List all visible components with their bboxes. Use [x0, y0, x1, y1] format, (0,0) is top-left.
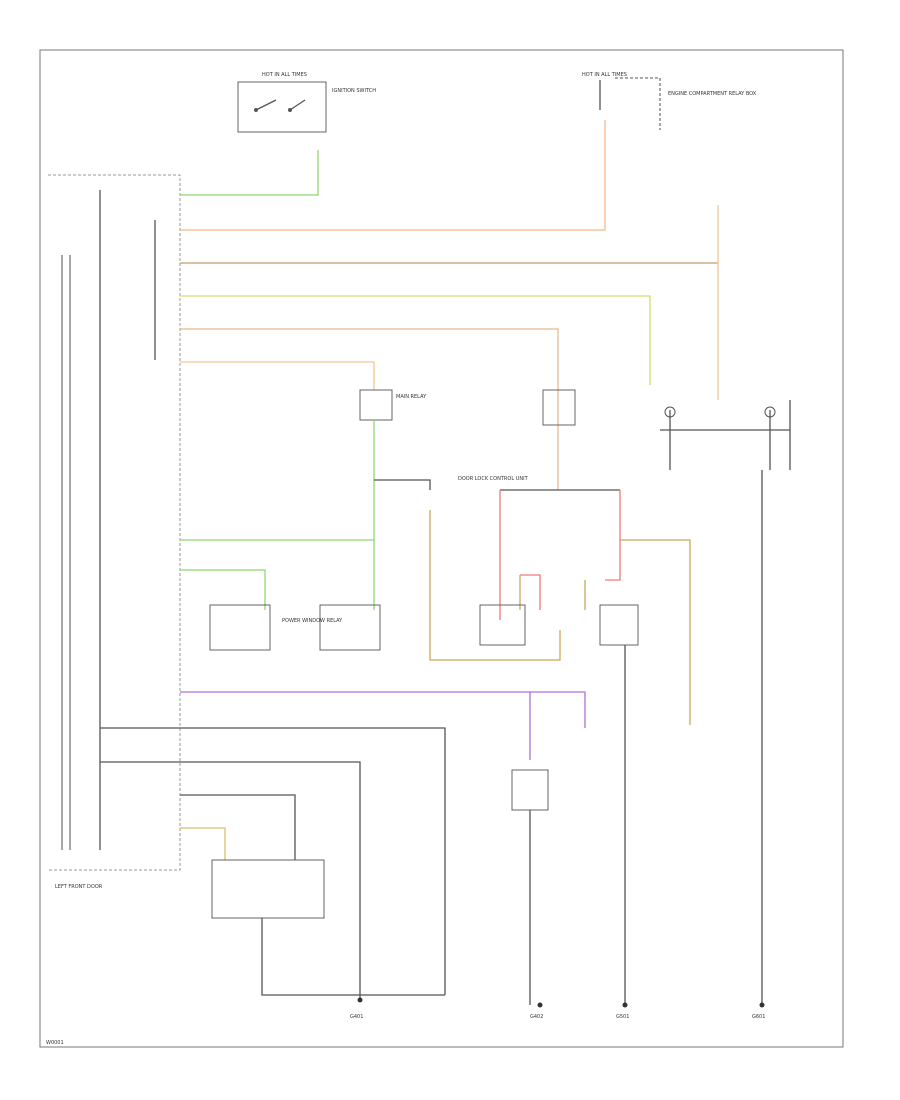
hot-label-right: HOT IN ALL TIMES: [582, 72, 627, 78]
peach-wire: [180, 361, 375, 390]
ground-icon: [357, 997, 363, 1003]
power-window-switch-2: [319, 604, 381, 651]
relay-1: [359, 389, 393, 421]
power-window-relay-label: POWER WINDOW RELAY: [282, 618, 343, 624]
tan-wire: [180, 328, 559, 490]
ground-label-3: G501: [616, 1014, 629, 1020]
yellow-green-wire: [180, 295, 651, 385]
orange-wire: [180, 120, 606, 231]
relay-label: MAIN RELAY: [396, 394, 427, 400]
green-wire-top: [180, 150, 319, 196]
ground-icon: [622, 1002, 628, 1008]
ground-icon: [759, 1002, 765, 1008]
key-cylinder-switch: [511, 769, 549, 811]
left-connector-outline: [48, 174, 181, 871]
ignition-switch: HOT IN ALL TIMES IGNITION SWITCH: [237, 72, 376, 133]
ground-label-1: G401: [350, 1014, 363, 1020]
door-lock-control-label: DOOR LOCK CONTROL UNIT: [458, 476, 529, 482]
power-window-switch-1: [209, 604, 271, 651]
ground-label-4: G601: [752, 1014, 765, 1020]
relay-box-label: ENGINE COMPARTMENT RELAY BOX: [668, 91, 757, 97]
ground-icon: [537, 1002, 543, 1008]
door-lock-actuator-2: [599, 604, 639, 646]
left-front-door-label: LEFT FRONT DOOR: [55, 884, 103, 890]
relay-2: [542, 389, 576, 426]
door-lock-actuator-1: [479, 604, 526, 646]
purple-wire: [180, 691, 586, 760]
footer-code: W0001: [46, 1040, 64, 1046]
diagram-border: [39, 49, 844, 1048]
ignition-switch-label: IGNITION SWITCH: [332, 88, 376, 94]
hot-label-left: HOT IN ALL TIMES: [262, 72, 307, 78]
door-switch-box: [211, 859, 325, 919]
ground-label-2: G402: [530, 1014, 543, 1020]
hot-source-right: HOT IN ALL TIMES ENGINE COMPARTMENT RELA…: [582, 72, 757, 130]
right-switch-assembly: [660, 400, 791, 470]
